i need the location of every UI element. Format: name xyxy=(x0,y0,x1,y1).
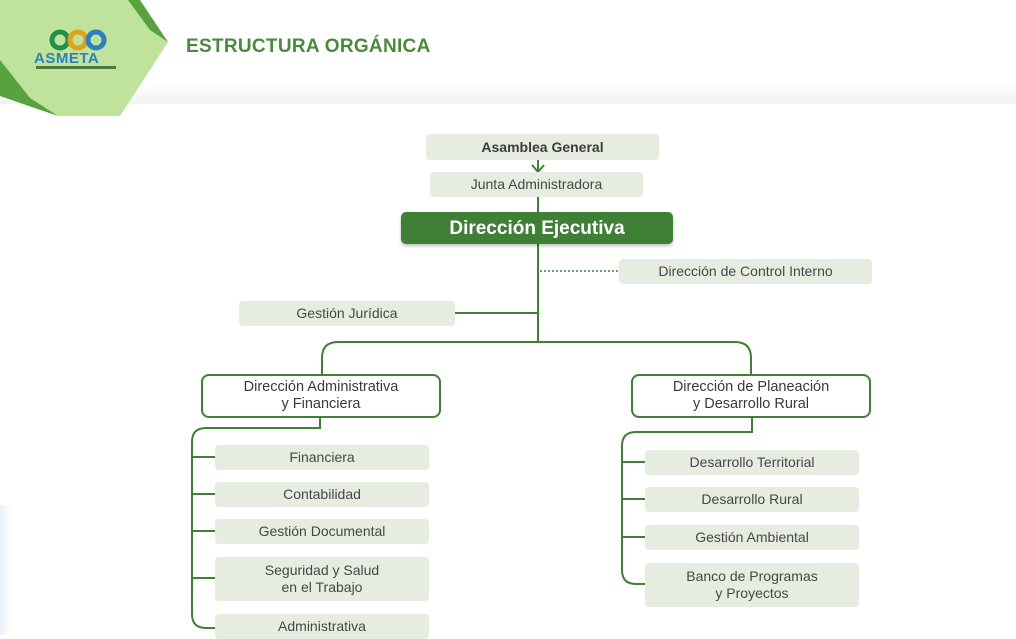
logo-tagline-bar xyxy=(36,66,116,69)
logo-badge xyxy=(0,0,168,116)
page-title: ESTRUCTURA ORGÁNICA xyxy=(186,36,431,57)
node-direccion-administrativa: Dirección Administrativa y Financiera xyxy=(201,374,441,418)
logo-text: ASMETA xyxy=(34,50,100,67)
unit-gestion-ambiental: Gestión Ambiental xyxy=(645,525,859,550)
unit-financiera: Financiera xyxy=(215,445,429,470)
unit-gestion-documental: Gestión Documental xyxy=(215,519,429,544)
unit-administrativa: Administrativa xyxy=(215,614,429,639)
unit-desarrollo-rural: Desarrollo Rural xyxy=(645,487,859,512)
unit-banco-programas: Banco de Programas y Proyectos xyxy=(645,563,859,607)
node-gestion-juridica: Gestión Jurídica xyxy=(239,301,455,326)
unit-contabilidad: Contabilidad xyxy=(215,482,429,507)
page-header xyxy=(0,0,1016,104)
node-control-interno: Dirección de Control Interno xyxy=(619,259,872,284)
unit-desarrollo-territorial: Desarrollo Territorial xyxy=(645,450,859,475)
left-edge-fade xyxy=(0,505,12,635)
unit-seguridad-salud: Seguridad y Salud en el Trabajo xyxy=(215,557,429,601)
node-direccion-ejecutiva: Dirección Ejecutiva xyxy=(401,212,673,244)
node-direccion-planeacion: Dirección de Planeación y Desarrollo Rur… xyxy=(631,374,871,418)
node-asamblea-general: Asamblea General xyxy=(426,134,659,160)
node-junta-administradora: Junta Administradora xyxy=(430,172,643,197)
